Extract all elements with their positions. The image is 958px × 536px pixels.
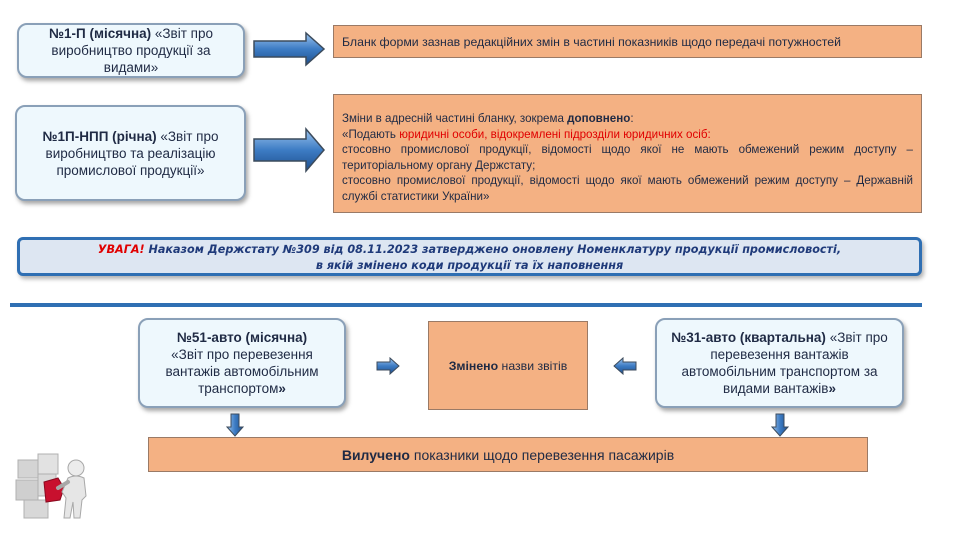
form-31-avto-code: №31-авто (квартальна) — [671, 330, 826, 345]
removed-rest: показники щодо перевезення пасажирів — [409, 446, 675, 463]
arrow-left-icon — [613, 357, 637, 375]
changed-names-box: Змінено назви звітів — [428, 321, 588, 410]
form-51-avto-title: «Звіт про перевезення вантажів автомобіл… — [165, 347, 319, 396]
change-note-1: Бланк форми зазнав редакційних змін в ча… — [333, 25, 922, 58]
arrow-down-icon — [226, 413, 244, 437]
form-1p-box: №1-П (місячна) «Звіт про виробництво про… — [17, 23, 245, 78]
change-note-2: Зміни в адресній частині бланку, зокрема… — [333, 94, 922, 213]
form-1p-npp-title: «Звіт про виробництво та реалізацію пром… — [45, 128, 219, 178]
form-1p-npp-code: №1П-НПП (річна) — [42, 128, 157, 144]
form-31-avto-title: «Звіт про перевезення вантажів автомобіл… — [681, 330, 888, 396]
change-note-2-quote: «Подають юридичні особи, відокремлені пі… — [342, 127, 711, 141]
form-1p-code: №1-П (місячна) — [49, 26, 152, 41]
form-1p-npp-box: №1П-НПП (річна) «Звіт про виробництво та… — [15, 105, 246, 201]
change-note-2-line1: стосовно промислової продукції, відомост… — [342, 143, 913, 172]
change-note-2-line2: стосовно промислової продукції, відомост… — [342, 174, 913, 203]
warning-line2: в якій змінено коди продукції та їх напо… — [315, 259, 624, 272]
form-51-avto-box: №51-авто (місячна) «Звіт про перевезення … — [138, 318, 346, 408]
changed-rest: назви звітів — [498, 358, 568, 373]
warning-label: УВАГА! — [97, 243, 145, 256]
form-1p-title: «Звіт про виробництво продукції за видам… — [51, 26, 213, 75]
section-divider — [10, 303, 922, 307]
change-note-1-text: Бланк форми зазнав редакційних змін в ча… — [342, 35, 841, 49]
arrow-right-icon — [376, 357, 400, 375]
arrow-down-icon — [771, 413, 789, 437]
removed-indicators-box: Вилучено показники щодо перевезення паса… — [148, 437, 868, 472]
arrow-right-icon — [253, 127, 325, 173]
warning-banner: УВАГА! Наказом Держстату №309 від 08.11.… — [17, 237, 922, 276]
form-51-avto-code: №51-авто (місячна) — [176, 330, 308, 345]
removed-bold: Вилучено — [341, 446, 410, 463]
changed-bold: Змінено — [448, 358, 499, 373]
change-note-2-intro: Зміни в адресній частині бланку, зокрема… — [342, 112, 634, 125]
form-31-avto-box: №31-авто (квартальна) «Звіт про перевезе… — [655, 318, 904, 408]
warning-line1: Наказом Держстату №309 від 08.11.2023 за… — [144, 243, 842, 256]
arrow-right-icon — [253, 31, 326, 67]
puzzle-figure-icon — [15, 453, 87, 519]
